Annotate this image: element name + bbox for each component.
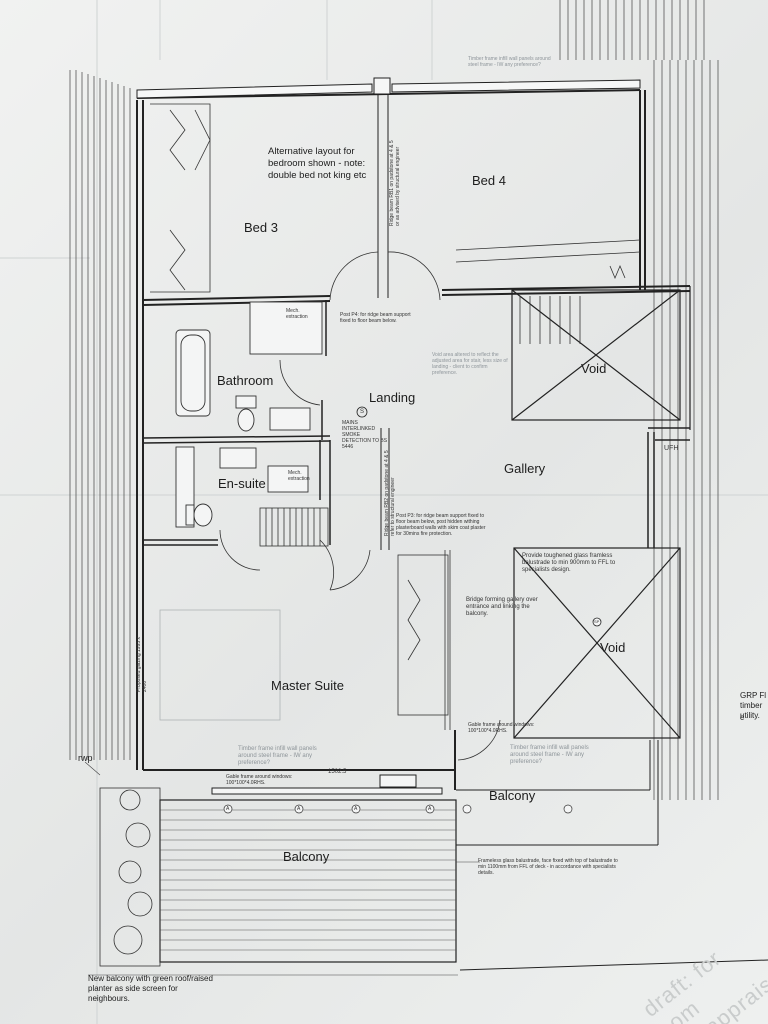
bed4-wardrobe — [455, 239, 641, 280]
void-top-stair — [519, 296, 581, 344]
note-timber-gallery: Timber frame infill wall panels around s… — [510, 745, 589, 765]
grid-marker-label: A — [297, 806, 301, 812]
label-ufh: UFH — [664, 445, 679, 452]
master-bed-outline — [159, 609, 281, 721]
note-gable-gallery: Gable frame around windows: 100*100*4.0R… — [468, 722, 535, 734]
balcony-decking — [159, 799, 457, 963]
room-label-master-suite: Master Suite — [271, 678, 344, 693]
room-label-void-top: Void — [581, 361, 607, 376]
label-grp-3: utility. — [740, 711, 760, 720]
room-label-balcony-main: Balcony — [283, 849, 330, 864]
master-bottom-window — [211, 774, 443, 795]
label-mech-bath: Mech. extraction — [286, 308, 308, 320]
door-swings — [219, 251, 501, 761]
note-void-landing: Void area altered to reflect the adjuste… — [432, 352, 508, 376]
ensuite-fixtures — [175, 446, 309, 528]
note-new-balcony: New balcony with green roof/raised plant… — [88, 974, 213, 1003]
grid-marker-label: A — [428, 806, 432, 812]
room-label-gallery: Gallery — [504, 461, 546, 476]
room-label-balcony-side: Balcony — [489, 788, 536, 803]
note-glazing-line: Proposed glazing 1995 x 2400 — [136, 636, 148, 692]
master-wardrobe — [397, 550, 451, 730]
room-label-ensuite: En-suite — [218, 476, 266, 491]
note-gable-master: Gable frame around windows: 100*100*4.0R… — [226, 774, 293, 786]
room-label-landing: Landing — [369, 390, 416, 405]
label-mech-ensuite: Mech. extraction — [288, 470, 310, 482]
bedroom-lower-walls — [142, 285, 691, 306]
grid-marker-label: A — [226, 806, 230, 812]
grid-marker-label: A — [354, 806, 358, 812]
bathroom-walls — [142, 300, 331, 444]
room-label-bed3: Bed 3 — [244, 220, 278, 235]
void-top-outline — [511, 286, 691, 430]
gallery-walls — [647, 427, 690, 548]
note-timber-top: Timber frame infill wall panels around s… — [468, 56, 551, 68]
void-bottom-outline — [513, 547, 681, 739]
note-post-p4: Post P4: for ridge beam support fixed to… — [340, 312, 411, 324]
smoke-detector — [356, 406, 368, 418]
note-bed3-layout: Alternative layout for bedroom shown - n… — [268, 146, 367, 181]
label-rwp: rwp — [78, 753, 93, 763]
void-sp-symbol: SP — [594, 619, 600, 624]
top-window-strip — [136, 77, 641, 99]
bathroom-fixtures — [175, 301, 323, 432]
note-ridge-beam-mid: Ridge beam RB2 on padstone at 4 & 5 refe… — [384, 450, 396, 536]
note-ridge-beam-top: Ridge beam RB1 on padstone at 4 & 5 or a… — [389, 140, 401, 226]
planter — [99, 787, 161, 967]
dimension-1502: 1502.5 — [328, 769, 347, 775]
ensuite-walls — [143, 440, 331, 546]
label-grp-1: GRP Fl — [740, 691, 767, 700]
note-timber-master: Timber frame infill wall panels around s… — [238, 746, 317, 766]
bed3-wardrobe — [150, 103, 211, 293]
note-bridge: Bridge forming gallery over entrance and… — [466, 597, 538, 617]
leader-lines — [84, 761, 480, 976]
room-label-bathroom: Bathroom — [217, 373, 274, 388]
grid-markers — [223, 804, 573, 814]
roof-hatch-left — [69, 70, 131, 760]
note-frameless-glass: Frameless glass balustrade, face fixed w… — [478, 858, 618, 876]
side-balcony-outline — [456, 740, 768, 971]
note-post-p3: Post P3: for ridge beam support fixed to… — [396, 513, 486, 537]
note-glass-balustrade: Provide toughened glass framless balustr… — [522, 553, 616, 573]
label-grp-2: timber c — [740, 701, 763, 722]
ensuite-stair — [259, 507, 329, 547]
void-sp-marker — [592, 617, 602, 627]
smoke-symbol: S — [360, 409, 365, 415]
room-label-void-bottom: Void — [600, 640, 626, 655]
ridge-beam — [377, 94, 390, 550]
room-label-bed4: Bed 4 — [472, 173, 506, 188]
note-smoke: MAINS INTERLINKED SMOKE DETECTION TO BS … — [342, 420, 388, 450]
roof-hatch-right — [559, 0, 719, 800]
